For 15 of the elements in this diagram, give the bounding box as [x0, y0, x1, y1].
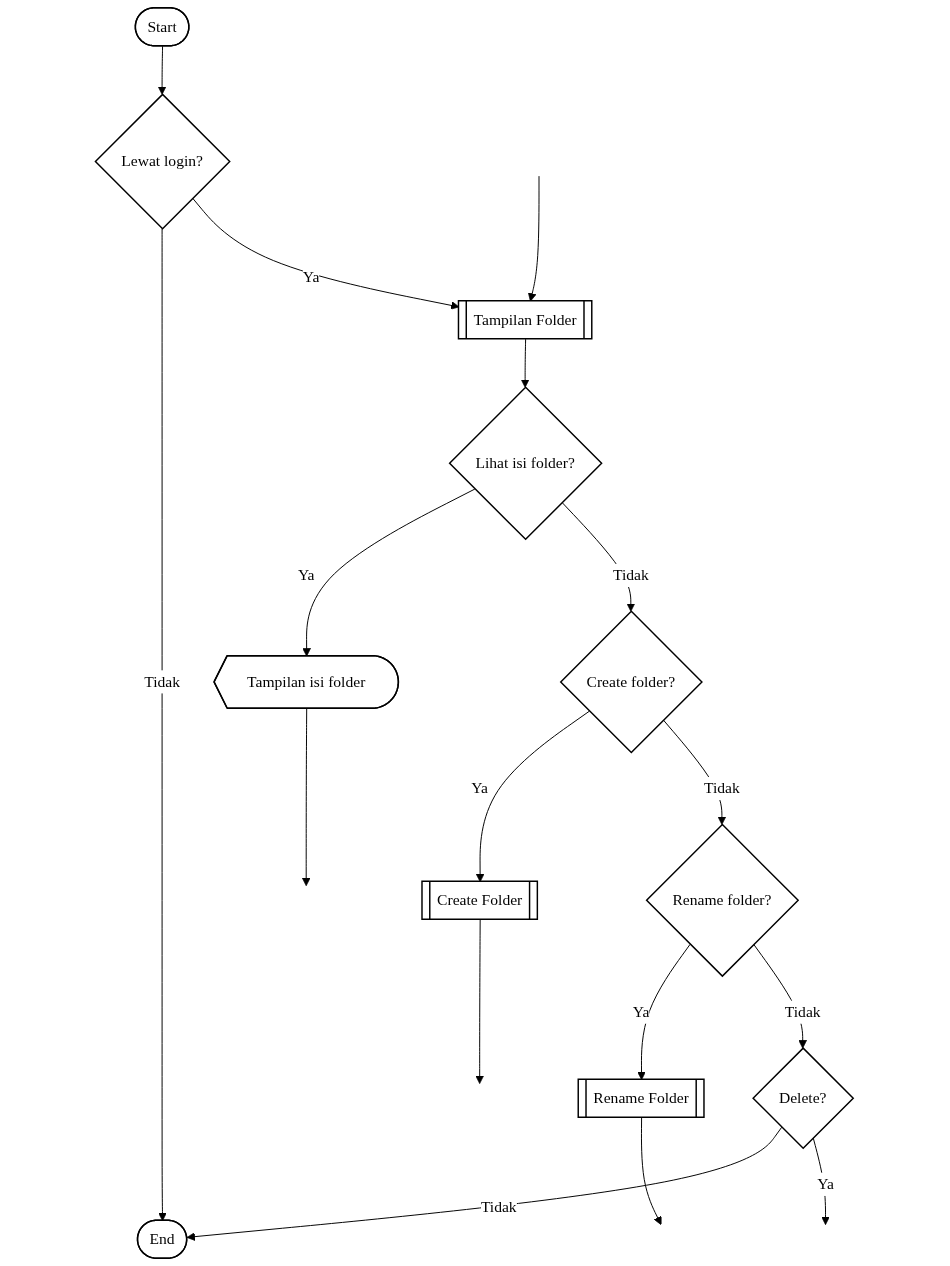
edge-label: Tidak — [784, 1003, 821, 1020]
edge-label: Ya — [297, 566, 315, 584]
node-diamond: Lewat login? — [94, 93, 231, 230]
edge-label: Tidak — [144, 673, 180, 690]
node-diamond: Create folder? — [559, 610, 703, 754]
edge-label: Ya — [471, 779, 488, 797]
edge-label: Ya — [817, 1175, 834, 1193]
edge-label: Tidak — [703, 779, 740, 797]
node-diamond: Rename folder? — [645, 823, 800, 978]
node-diamond: Delete? — [752, 1047, 855, 1150]
edge-label: Ya — [302, 268, 320, 286]
edge-label: Tidak — [612, 566, 649, 584]
edge-label: Ya — [632, 1003, 650, 1020]
node-diamond: Lihat isi folder? — [448, 386, 603, 541]
edge-label: Tidak — [480, 1198, 517, 1216]
